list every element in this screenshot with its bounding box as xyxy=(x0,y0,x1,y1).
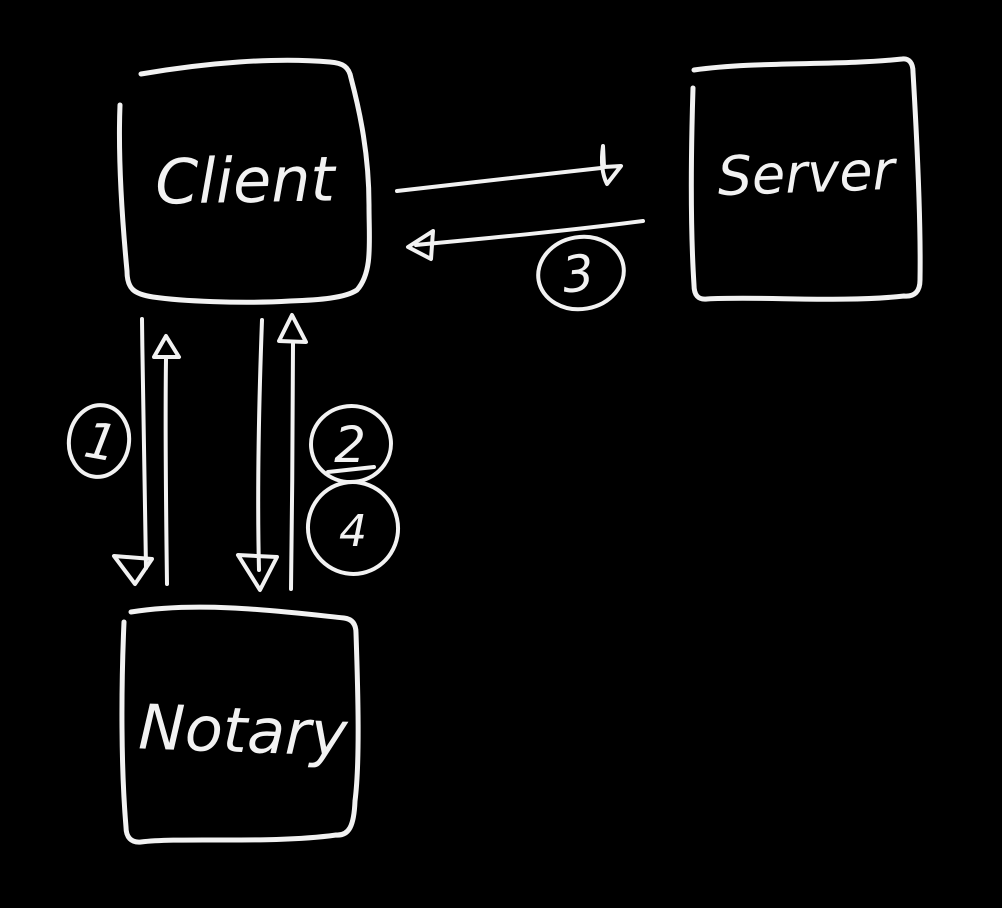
client-box xyxy=(116,57,372,305)
arrow-notary-to-client-1-line xyxy=(163,357,169,586)
step-1-badge: 1 xyxy=(66,403,132,479)
arrow-client-to-server-head xyxy=(600,144,623,186)
arrow-client-to-notary-1 xyxy=(112,317,154,586)
step-2-label: 2 xyxy=(334,416,366,474)
step-1-label: 1 xyxy=(80,411,121,474)
step-3-badge: 3 xyxy=(536,234,626,312)
arrow-client-to-notary-1-head xyxy=(112,554,154,586)
server-label: Server xyxy=(717,139,899,208)
notary-box xyxy=(119,604,361,845)
notary-label: Notary xyxy=(137,690,350,770)
step-2-underline xyxy=(326,465,376,474)
client-label: Client xyxy=(155,142,338,218)
arrow-client-to-notary-2 xyxy=(236,318,279,592)
client-node: Client xyxy=(116,57,372,305)
step-3-circle xyxy=(536,234,626,312)
notary-node: Notary xyxy=(119,604,361,845)
step-4-badge: 4 xyxy=(305,480,401,576)
arrow-notary-to-client-1 xyxy=(152,334,181,586)
arrow-server-to-client-head xyxy=(406,229,435,261)
arrow-notary-to-client-2-line xyxy=(289,342,295,591)
arrow-notary-to-client-2-head xyxy=(277,313,308,344)
server-box xyxy=(688,56,923,302)
arrow-client-to-server xyxy=(395,144,623,193)
arrow-client-to-notary-2-line xyxy=(256,318,264,572)
step-2-badge: 2 xyxy=(309,403,393,485)
step-4-circle xyxy=(305,480,401,576)
step-1-circle xyxy=(66,403,132,479)
arrow-server-to-client xyxy=(406,219,645,261)
server-node: Server xyxy=(688,56,923,302)
arrow-server-to-client-line xyxy=(414,219,645,247)
arrow-notary-to-client-1-head xyxy=(152,334,181,359)
arrow-client-to-notary-1-line xyxy=(140,317,148,570)
step-4-label: 4 xyxy=(339,506,367,557)
arrow-notary-to-client-2 xyxy=(277,313,308,591)
arrow-client-to-notary-2-head xyxy=(236,553,279,592)
arrow-client-to-server-line xyxy=(395,166,603,193)
step-3-label: 3 xyxy=(559,243,597,304)
